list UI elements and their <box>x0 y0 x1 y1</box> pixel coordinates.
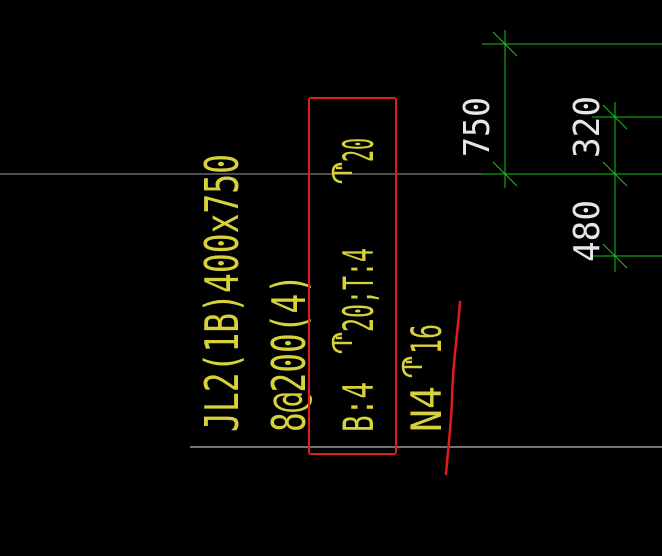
dim-text-480: 480 <box>567 200 608 262</box>
markup-stroke <box>444 300 462 476</box>
bottom-rebar-diameter[interactable]: 20;T:4 <box>334 248 383 332</box>
bottom-rebar-label[interactable]: B:4 <box>334 382 383 432</box>
rebar-grade-symbol-icon <box>331 332 352 354</box>
dim-tick-lower <box>602 243 628 269</box>
dim-tick-upper <box>602 104 628 130</box>
dim-tick-mid2 <box>602 161 628 187</box>
dimension-group <box>482 30 662 272</box>
dim-tick-top <box>492 31 518 57</box>
rebar-grade-symbol-icon <box>401 356 422 378</box>
stirrup-label[interactable]: 8@200(4) <box>262 274 316 432</box>
dim-text-750: 750 <box>457 97 498 157</box>
dim-text-320: 320 <box>567 96 608 158</box>
beam-label[interactable]: JL2(1B)400x750 <box>195 154 249 432</box>
side-rebar-diameter[interactable]: 16 <box>402 324 451 354</box>
rebar-grade-symbol-icon <box>331 162 352 184</box>
side-rebar-label[interactable]: N4 <box>402 386 451 432</box>
highlight-box <box>308 97 397 455</box>
top-rebar-diameter[interactable]: 20 <box>334 138 383 162</box>
